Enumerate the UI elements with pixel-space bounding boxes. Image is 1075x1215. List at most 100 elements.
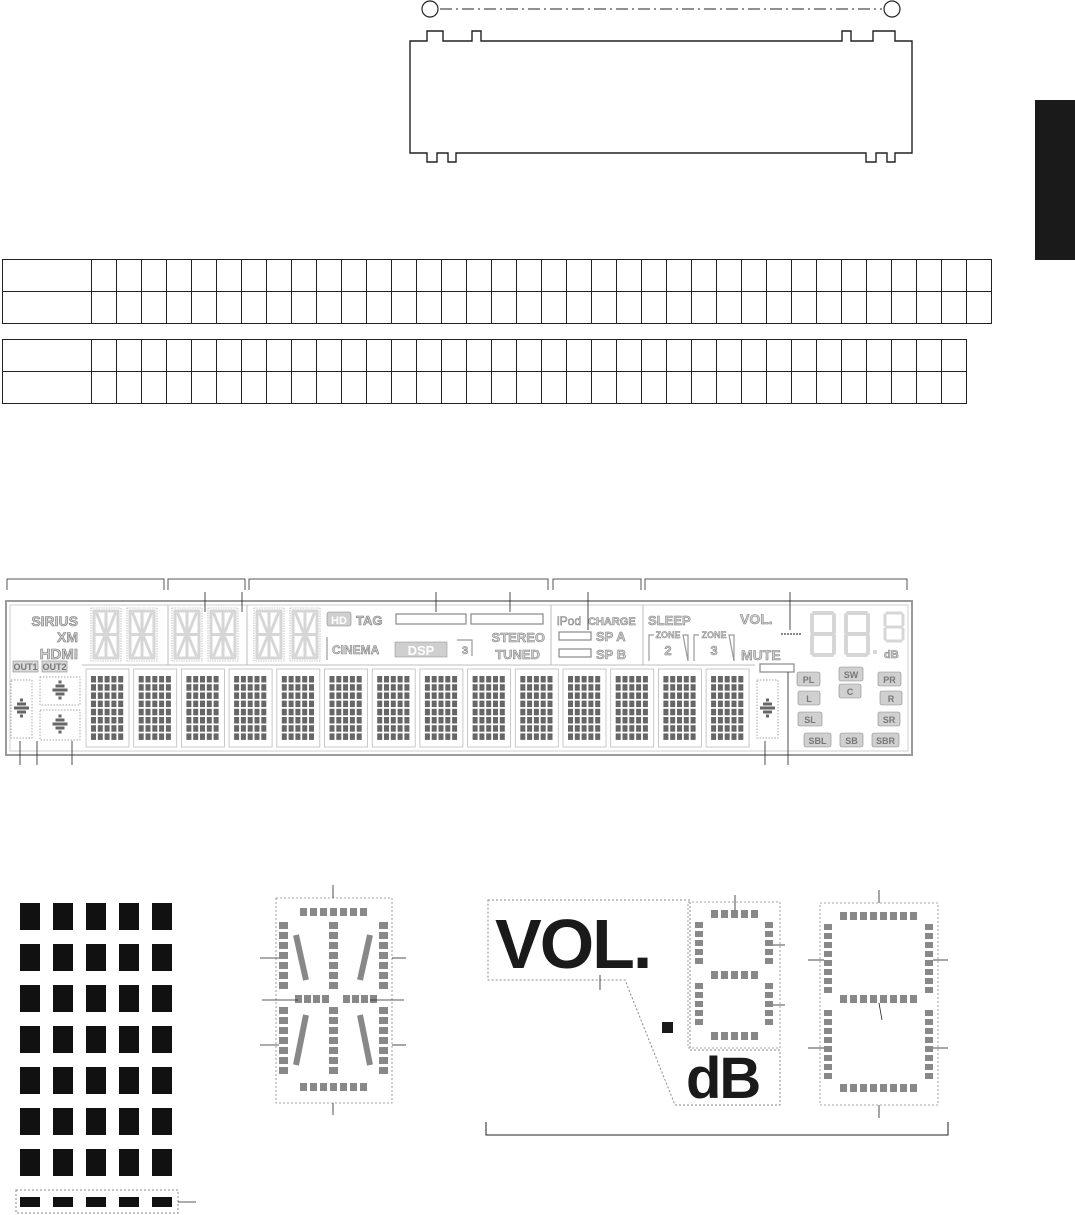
pin-cell bbox=[391, 371, 417, 404]
pin-cell bbox=[191, 259, 217, 292]
pin-cell bbox=[766, 371, 792, 404]
mount-hole-left bbox=[421, 0, 439, 18]
pin-cell bbox=[691, 339, 717, 372]
mute-label: MUTE bbox=[741, 647, 781, 663]
pin-cell bbox=[216, 339, 242, 372]
pin-cell bbox=[966, 259, 992, 292]
pin-cell bbox=[866, 259, 892, 292]
underline-dot bbox=[53, 1197, 73, 1207]
matrix-dot bbox=[86, 1108, 106, 1135]
matrix-dot bbox=[20, 1067, 40, 1094]
zone2-number: 2 bbox=[664, 643, 671, 658]
pin-cell bbox=[716, 339, 742, 372]
matrix-dot bbox=[152, 903, 172, 930]
speaker-label: SW bbox=[844, 670, 859, 680]
pin-cell bbox=[391, 291, 417, 324]
pin-cell bbox=[566, 291, 592, 324]
tag-bar-2 bbox=[470, 613, 544, 625]
pin-cell bbox=[266, 371, 292, 404]
module-outline bbox=[409, 0, 913, 163]
pin-cell bbox=[491, 259, 517, 292]
vol-label: VOL. bbox=[740, 611, 773, 627]
matrix-dot bbox=[119, 985, 139, 1012]
pin-cell bbox=[791, 371, 817, 404]
underline-dot bbox=[86, 1197, 106, 1207]
speaker-indicator-l: L bbox=[797, 690, 821, 706]
pin-cell bbox=[941, 291, 967, 324]
pin-cell bbox=[116, 339, 142, 372]
pin-cell bbox=[216, 259, 242, 292]
pin-cell bbox=[816, 339, 842, 372]
pin-cell bbox=[466, 371, 492, 404]
pin-cell bbox=[466, 291, 492, 324]
pin-cell bbox=[166, 259, 192, 292]
pin-cell bbox=[791, 259, 817, 292]
speaker-label: SBL bbox=[809, 736, 828, 746]
pin-cell bbox=[791, 291, 817, 324]
pin-cell bbox=[941, 371, 967, 404]
pin-cell bbox=[266, 259, 292, 292]
pin-cell bbox=[91, 291, 117, 324]
matrix-dot bbox=[86, 1067, 106, 1094]
large-seven-outline bbox=[819, 902, 939, 1106]
pin-cell bbox=[841, 291, 867, 324]
pin-cell bbox=[316, 339, 342, 372]
pin-cell bbox=[166, 339, 192, 372]
pin-cell bbox=[191, 371, 217, 404]
pin-cell bbox=[241, 371, 267, 404]
pin-cell bbox=[316, 371, 342, 404]
pin-cell bbox=[616, 259, 642, 292]
matrix-dot bbox=[53, 1108, 73, 1135]
speaker-label: SB bbox=[845, 736, 858, 746]
db-detail-label: dB bbox=[686, 1046, 759, 1111]
pin-cell bbox=[366, 291, 392, 324]
pin-cell bbox=[641, 371, 667, 404]
speaker-indicator-sl: SL bbox=[797, 711, 823, 727]
pin-cell bbox=[841, 259, 867, 292]
pin-cell bbox=[941, 339, 967, 372]
matrix-dot bbox=[53, 1026, 73, 1053]
matrix-dot bbox=[53, 1149, 73, 1176]
vol-outline bbox=[487, 899, 781, 1106]
fourteen-seg-outline bbox=[275, 897, 393, 1104]
sleep-label: SLEEP bbox=[648, 613, 691, 628]
underline-dot bbox=[119, 1197, 139, 1207]
dot-matrix-cell bbox=[705, 668, 750, 748]
pin-cell bbox=[266, 339, 292, 372]
dot-matrix-cell bbox=[228, 668, 273, 748]
pin-cell bbox=[516, 339, 542, 372]
pin-cell bbox=[741, 339, 767, 372]
speaker-indicator-pl: PL bbox=[796, 671, 821, 687]
matrix-dot bbox=[152, 1108, 172, 1135]
matrix-dot bbox=[119, 1149, 139, 1176]
pin-cell bbox=[616, 371, 642, 404]
pin-cell bbox=[691, 371, 717, 404]
speaker-indicator-c: C bbox=[838, 683, 862, 699]
matrix-dot bbox=[119, 1108, 139, 1135]
tag-label: TAG bbox=[356, 613, 382, 628]
pin-cell bbox=[866, 339, 892, 372]
pin-cell bbox=[891, 339, 917, 372]
underline-dot bbox=[20, 1197, 40, 1207]
pin-cell bbox=[516, 259, 542, 292]
speaker-label: SL bbox=[804, 715, 816, 725]
pin-cell bbox=[591, 291, 617, 324]
pin-cell bbox=[91, 259, 117, 292]
underline-dot bbox=[152, 1197, 172, 1207]
volume-digits bbox=[810, 611, 905, 657]
speaker-indicator-sbr: SBR bbox=[871, 732, 900, 748]
pin-cell bbox=[491, 339, 517, 372]
pin-cell bbox=[866, 371, 892, 404]
matrix-dot bbox=[86, 1026, 106, 1053]
zone3-number: 3 bbox=[710, 643, 717, 658]
matrix-dot bbox=[119, 944, 139, 971]
pin-cell bbox=[291, 259, 317, 292]
indicator-cluster bbox=[39, 709, 81, 741]
out2-label: OUT2 bbox=[42, 662, 66, 672]
pin-cell bbox=[591, 339, 617, 372]
cinema-label: CINEMA bbox=[332, 643, 380, 657]
pin-cell bbox=[741, 259, 767, 292]
matrix-dot bbox=[86, 944, 106, 971]
pin-cell bbox=[116, 371, 142, 404]
pin-cell bbox=[141, 371, 167, 404]
